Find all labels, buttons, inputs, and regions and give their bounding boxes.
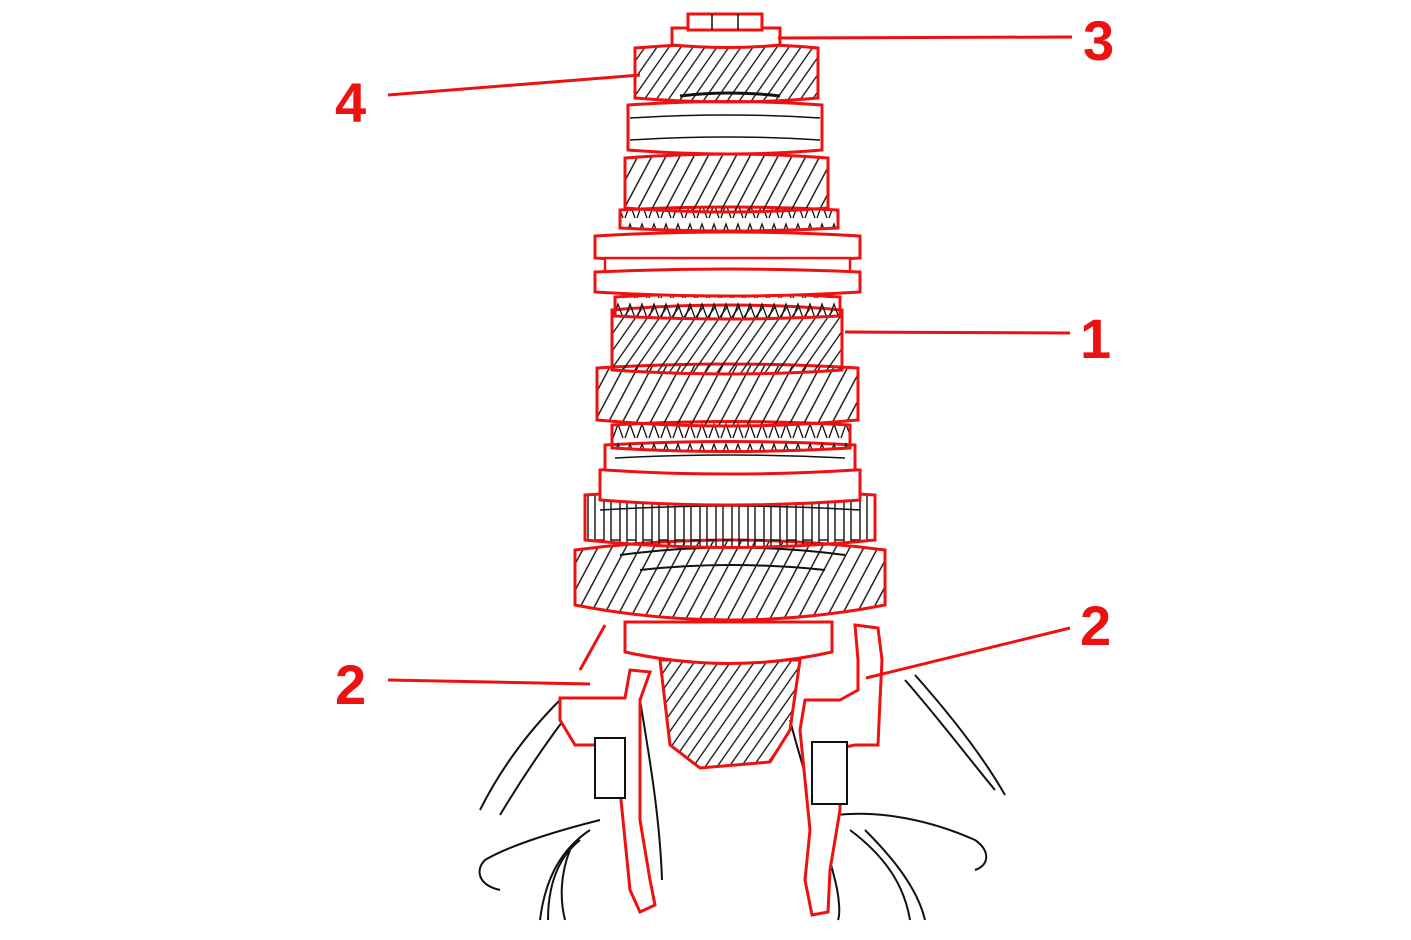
callout-4: 4 (335, 71, 641, 134)
leader-line-3 (777, 35, 1073, 40)
synchro-sleeve-upper (593, 230, 862, 298)
support-fixture-right (798, 623, 884, 917)
leader-line-4 (387, 73, 641, 97)
callout-1: 1 (844, 307, 1111, 370)
bearing-spacer (626, 100, 824, 156)
support-fixture-outline (478, 674, 1006, 921)
lower-shaft (658, 658, 802, 770)
callout-label-2-right: 2 (1080, 594, 1111, 657)
callout-2-right: 2 (865, 594, 1111, 680)
callout-label-2-left: 2 (335, 653, 366, 716)
callout-label-1: 1 (1080, 307, 1111, 370)
leader-line-2-right (865, 626, 1071, 680)
top-gear (633, 42, 820, 104)
lower-hub (623, 620, 834, 665)
callout-label-4: 4 (335, 71, 366, 134)
leader-line-1 (844, 330, 1071, 335)
callout-3: 3 (777, 9, 1114, 72)
shaft-end (670, 12, 782, 49)
upper-helical-gear (623, 152, 830, 214)
leader-line-2-left (387, 678, 591, 686)
gear-stack (573, 100, 887, 622)
callout-2-left: 2 (335, 653, 591, 716)
large-helical-gear (573, 538, 887, 622)
callout-label-3: 3 (1083, 9, 1114, 72)
support-fixture-left (558, 624, 657, 914)
